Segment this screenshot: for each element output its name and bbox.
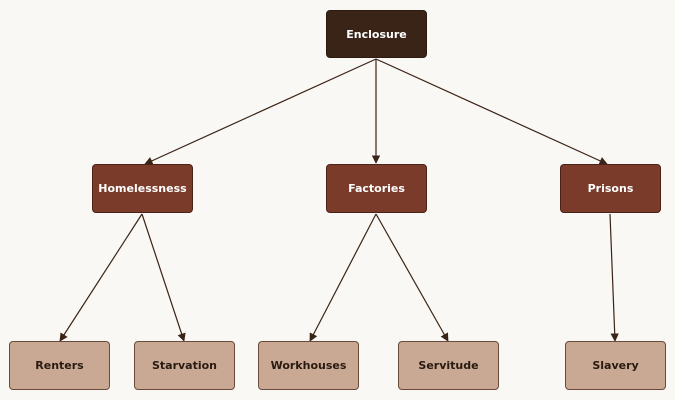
node-slavery-label: Slavery — [592, 359, 639, 372]
edge-factories-servitude — [375, 213, 449, 342]
edge-homelessness-renters — [59, 213, 143, 342]
node-enclosure: Enclosure — [326, 10, 427, 58]
edge-prisons-slavery — [609, 213, 619, 342]
node-servitude-label: Servitude — [418, 359, 479, 372]
node-homelessness: Homelessness — [92, 164, 193, 213]
node-enclosure-label: Enclosure — [346, 27, 407, 41]
node-workhouses: Workhouses — [258, 341, 359, 390]
edge-root-homelessness — [144, 58, 377, 165]
node-homelessness-label: Homelessness — [98, 182, 187, 195]
node-prisons-label: Prisons — [587, 182, 634, 195]
node-factories: Factories — [326, 164, 427, 213]
node-workhouses-label: Workhouses — [270, 359, 347, 372]
edge-factories-workhouses — [309, 213, 377, 342]
edge-homelessness-starvation — [141, 213, 186, 342]
edge-root-prisons — [375, 58, 608, 165]
node-factories-label: Factories — [348, 182, 405, 195]
node-renters: Renters — [9, 341, 110, 390]
node-renters-label: Renters — [35, 359, 84, 372]
node-starvation: Starvation — [134, 341, 235, 390]
node-slavery: Slavery — [565, 341, 666, 390]
node-prisons: Prisons — [560, 164, 661, 213]
node-servitude: Servitude — [398, 341, 499, 390]
node-starvation-label: Starvation — [151, 359, 218, 372]
